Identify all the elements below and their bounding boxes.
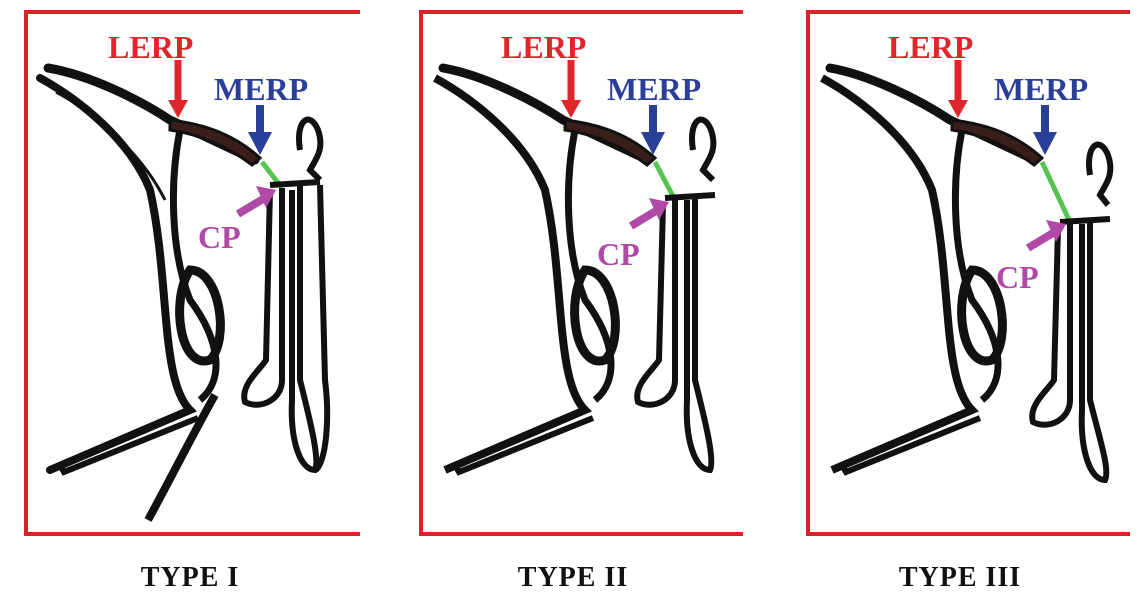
lerp-label: LERP [501,29,586,65]
type-label: TYPE III [790,562,1130,594]
lerp-shelf [170,120,260,165]
diagram-type-1: LERP MERP CP [20,0,360,560]
lerp-label: LERP [108,29,193,65]
merp-label: MERP [607,71,701,107]
panel-type-1: LERP MERP CP TYPE I [20,0,360,597]
diagram-type-2: LERP MERP CP [403,0,743,560]
cp-label: CP [198,219,241,255]
type-label: TYPE II [403,562,743,594]
diagram-type-3: LERP MERP CP [790,0,1130,560]
panel-type-2: LERP MERP CP TYPE II [403,0,743,597]
cp-label: CP [996,259,1039,295]
cp-label: CP [597,236,640,272]
lerp-label: LERP [888,29,973,65]
merp-label: MERP [994,71,1088,107]
merp-label: MERP [214,71,308,107]
type-label: TYPE I [20,562,360,594]
panel-type-3: LERP MERP CP TYPE III [790,0,1130,597]
